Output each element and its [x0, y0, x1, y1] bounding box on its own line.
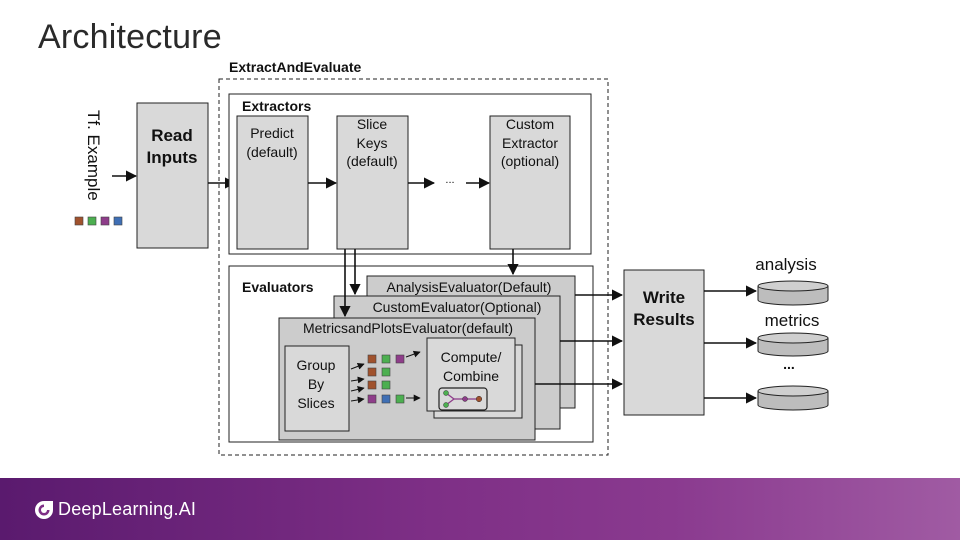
- slice-keys-label-1: Slice: [357, 116, 388, 132]
- to-compute-arrows: [405, 350, 421, 402]
- custom-evaluator-label: CustomEvaluator(Optional): [373, 299, 542, 315]
- predict-label-2: (default): [246, 144, 297, 160]
- graph-icon: [438, 387, 488, 411]
- architecture-diagram: Tf. Example Read Inputs ExtractAndEvalua…: [74, 59, 829, 456]
- footer-bar: DeepLearning.AI: [0, 478, 960, 540]
- group-by-slices-box: [284, 345, 350, 432]
- read-inputs-label-1: Read: [151, 126, 193, 145]
- compute-label-2: Combine: [443, 368, 499, 384]
- output-analysis-label: analysis: [755, 255, 816, 274]
- input-label: Tf. Example: [84, 110, 103, 201]
- extract-and-evaluate-container: [218, 78, 609, 456]
- slice-keys-label-2: Keys: [356, 135, 387, 151]
- extractors-ellipsis: ...: [445, 174, 454, 186]
- deeplearning-logo-icon: [35, 500, 53, 519]
- output-ellipsis-label: ...: [783, 356, 795, 372]
- compute-label-1: Compute/: [441, 349, 502, 365]
- metrics-plots-evaluator-label: MetricsandPlotsEvaluator(default): [303, 320, 513, 336]
- read-inputs-label-2: Inputs: [147, 148, 198, 167]
- write-results-label-1: Write: [643, 288, 685, 307]
- group-by-label-1: Group: [297, 357, 336, 373]
- write-results-label-2: Results: [633, 310, 694, 329]
- slice-keys-label-3: (default): [346, 153, 397, 169]
- sliced-example-squares: [367, 354, 405, 404]
- custom-extractor-box: [489, 115, 571, 250]
- slice-keys-extractor-box: [336, 115, 409, 250]
- brand-logo: DeepLearning.AI: [34, 499, 196, 520]
- other-output-cylinder: [757, 385, 829, 411]
- input-example-squares: [74, 216, 123, 226]
- brand-name: DeepLearning.AI: [58, 499, 197, 519]
- custom-extractor-label-1: Custom: [506, 116, 554, 132]
- custom-extractor-label-3: (optional): [501, 153, 559, 169]
- group-by-label-2: By: [308, 376, 324, 392]
- analysis-output-cylinder: [757, 280, 829, 306]
- custom-extractor-label-2: Extractor: [502, 135, 558, 151]
- group-arrows: [350, 362, 365, 404]
- read-inputs-box: [136, 102, 209, 249]
- evaluators-title: Evaluators: [242, 279, 314, 295]
- analysis-evaluator-label: AnalysisEvaluator(Default): [387, 279, 552, 295]
- output-metrics-label: metrics: [765, 311, 820, 330]
- write-results-box: [623, 269, 705, 416]
- extractors-title: Extractors: [242, 98, 311, 114]
- metrics-output-cylinder: [757, 332, 829, 357]
- predict-label-1: Predict: [250, 125, 294, 141]
- group-by-label-3: Slices: [297, 395, 334, 411]
- extract-and-evaluate-label: ExtractAndEvaluate: [229, 59, 361, 75]
- page-title: Architecture: [38, 18, 222, 56]
